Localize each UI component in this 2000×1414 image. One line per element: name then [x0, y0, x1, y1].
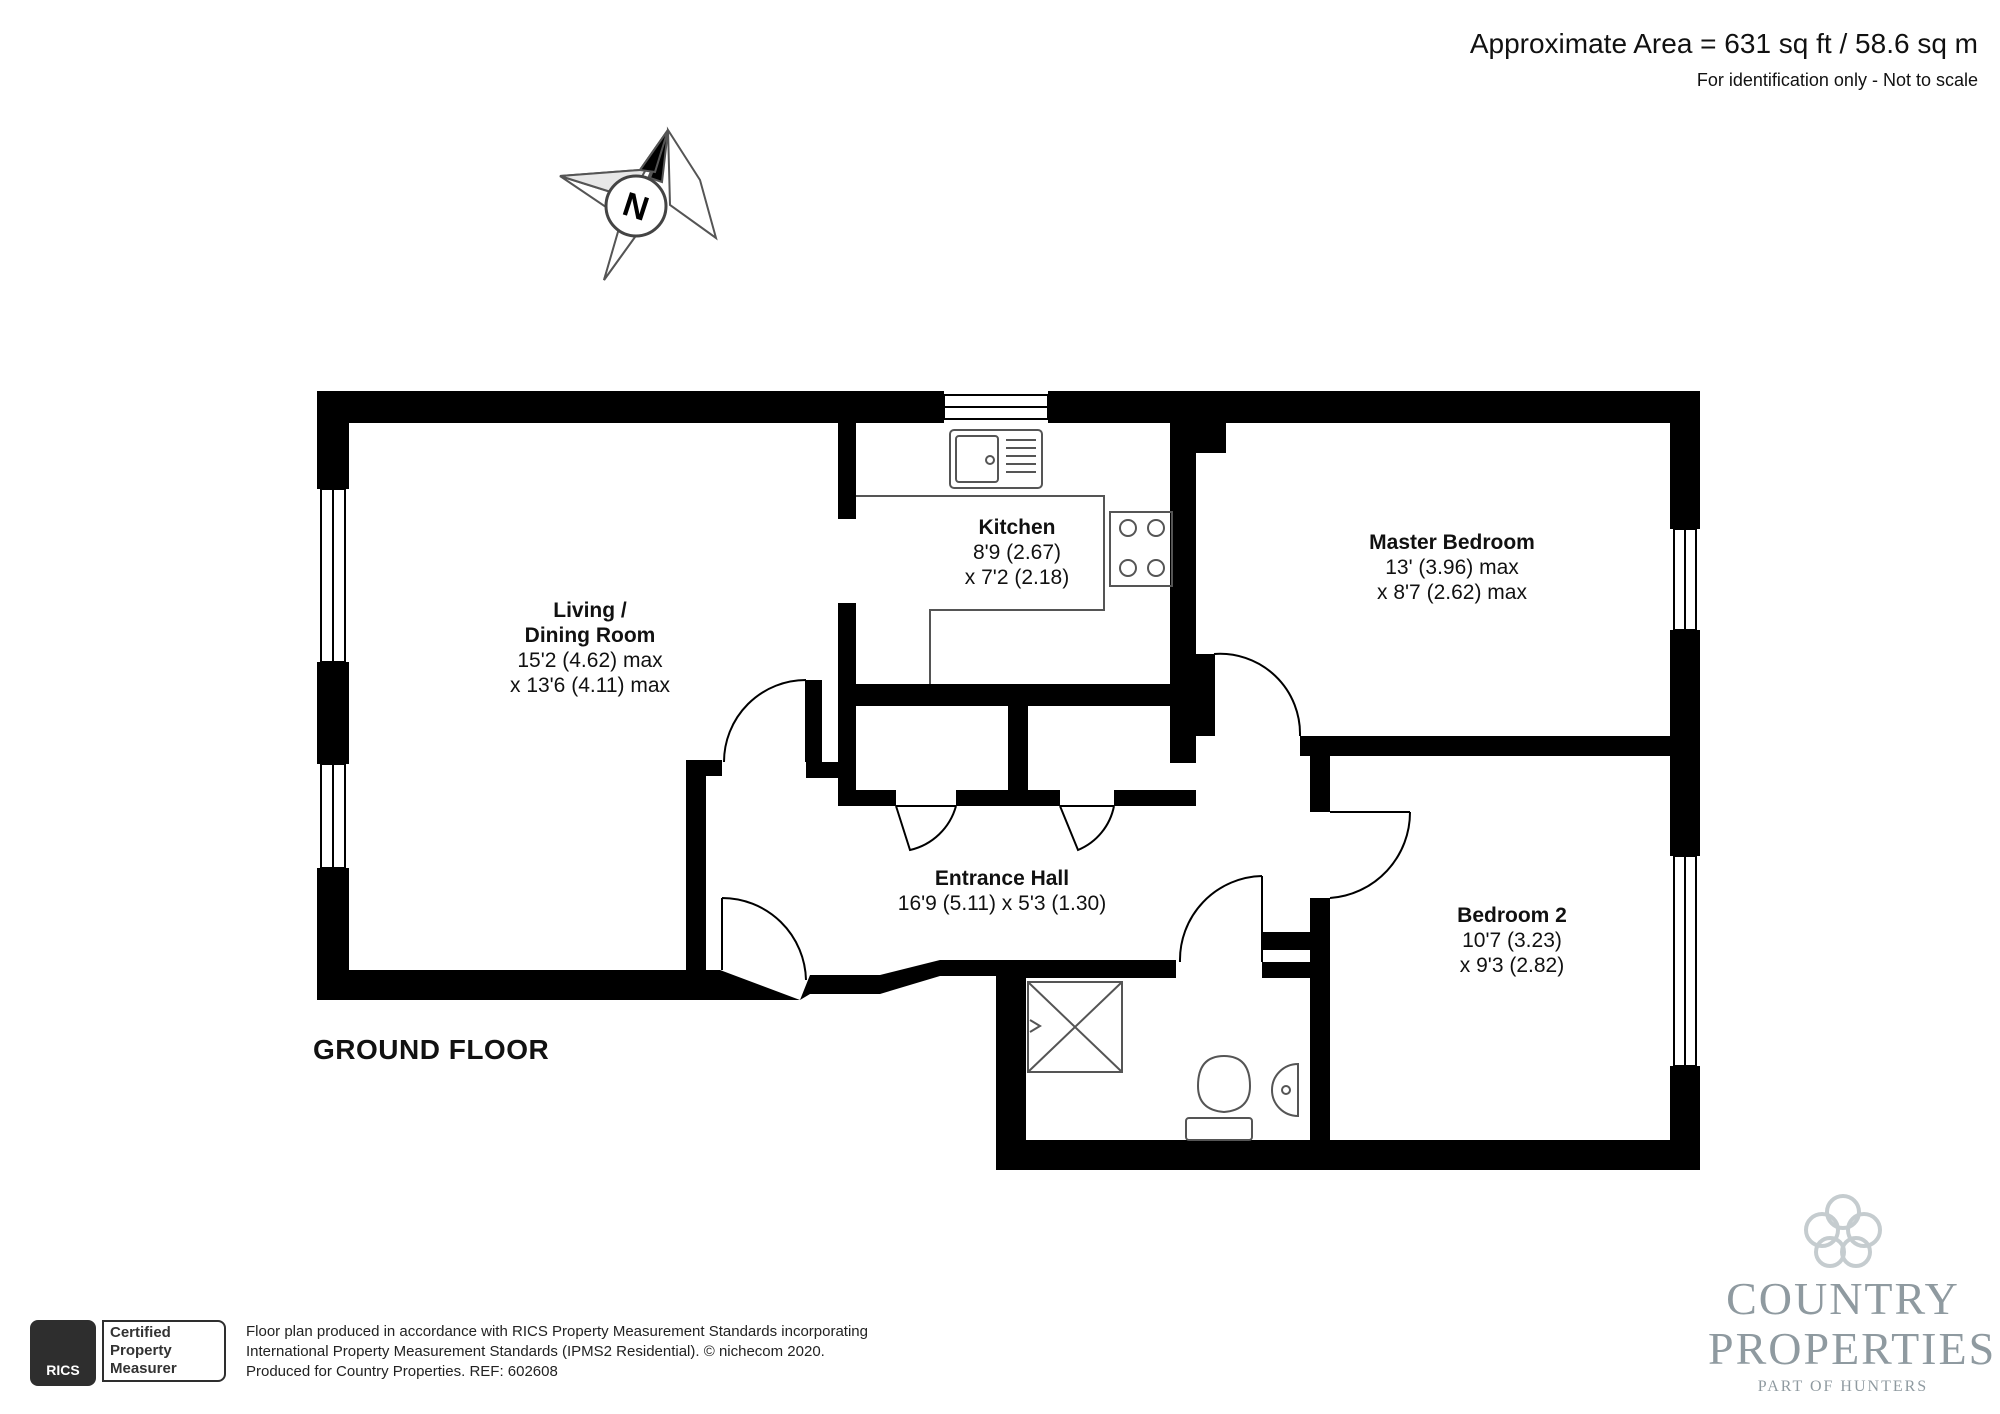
approximate-area: Approximate Area = 631 sq ft / 58.6 sq m	[1469, 28, 1978, 59]
room-name: Dining Room	[524, 624, 656, 647]
kitchen-fixtures	[856, 429, 1173, 684]
brand-logo: COUNTRY PROPERTIES PART OF HUNTERS	[1708, 1190, 1997, 1396]
footnote-line: Produced for Country Properties. REF: 60…	[246, 1363, 558, 1380]
room-name: Living /	[553, 599, 627, 622]
rics-line: Measurer	[110, 1360, 177, 1377]
room-dimension: x 13'6 (4.11) max	[509, 674, 671, 697]
disclaimer-note: For identification only - Not to scale	[1696, 70, 1978, 90]
doors	[721, 652, 1412, 981]
room-name: Kitchen	[978, 516, 1056, 539]
brand-line: COUNTRY	[1726, 1273, 1960, 1324]
room-name: Bedroom 2	[1457, 904, 1567, 927]
windows	[320, 394, 1697, 1067]
footnote-line: Floor plan produced in accordance with R…	[246, 1323, 868, 1340]
rics-badge: RICS Certified Property Measurer	[30, 1320, 230, 1386]
rics-certification-text: Certified Property Measurer	[102, 1320, 226, 1382]
room-label-bedroom-2: Bedroom 2 10'7 (3.23) x 9'3 (2.82)	[1457, 903, 1567, 978]
room-dimension: 15'2 (4.62) max	[517, 649, 663, 672]
rics-line: Certified	[110, 1324, 171, 1341]
room-label-kitchen: Kitchen 8'9 (2.67) x 7'2 (2.18)	[965, 515, 1069, 590]
brand-line: PROPERTIES	[1708, 1323, 1997, 1374]
room-dimension: 16'9 (5.11) x 5'3 (1.30)	[897, 892, 1107, 915]
room-label-living: Living / Dining Room 15'2 (4.62) max x 1…	[510, 598, 670, 698]
brand-emblem-icon	[1804, 1194, 1882, 1268]
room-dimension: 10'7 (3.23)	[1462, 929, 1562, 952]
walls	[317, 391, 1700, 1170]
room-dimension: x 9'3 (2.82)	[1459, 954, 1565, 977]
brand-tagline: PART OF HUNTERS	[1757, 1378, 1929, 1395]
rics-line: Property	[110, 1342, 172, 1359]
compass-icon: N	[559, 126, 718, 281]
room-name: Entrance Hall	[934, 867, 1070, 890]
room-dimension: 13' (3.96) max	[1385, 556, 1519, 579]
rics-logo-text: RICS	[46, 1362, 80, 1378]
footnote: Floor plan produced in accordance with R…	[246, 1322, 868, 1382]
floor-label: GROUND FLOOR	[313, 1034, 550, 1065]
room-dimension: x 7'2 (2.18)	[964, 566, 1070, 589]
room-dimension: 8'9 (2.67)	[972, 541, 1062, 564]
rics-logo-icon: RICS	[30, 1320, 96, 1386]
room-label-master-bedroom: Master Bedroom 13' (3.96) max x 8'7 (2.6…	[1369, 530, 1535, 605]
footnote-line: International Property Measurement Stand…	[246, 1343, 825, 1360]
bathroom-fixtures	[1027, 981, 1299, 1141]
room-name: Master Bedroom	[1369, 531, 1535, 554]
room-label-entrance-hall: Entrance Hall 16'9 (5.11) x 5'3 (1.30)	[898, 866, 1106, 916]
room-dimension: x 8'7 (2.62) max	[1377, 581, 1527, 604]
